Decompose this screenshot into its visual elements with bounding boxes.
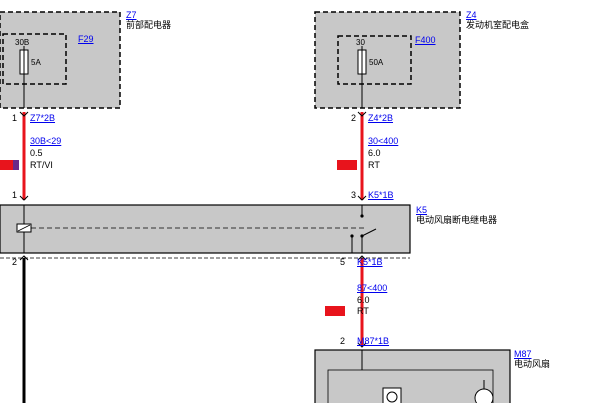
wire2-color: RT — [368, 160, 380, 170]
z7-fuse-rating: 5A — [31, 58, 41, 67]
z7-box — [0, 11, 121, 109]
fan-control-icon — [382, 387, 402, 403]
z7-fuse-id[interactable]: F29 — [78, 34, 94, 44]
pin-k5-5-num: 5 — [340, 257, 346, 267]
m87-id[interactable]: M87 — [514, 349, 532, 359]
k5-box — [0, 204, 411, 254]
wire1-signal[interactable]: 30B<29 — [30, 136, 62, 146]
wire3-gauge: 6.0 — [357, 295, 370, 305]
pin-k5-5-connector[interactable]: K5*1B — [357, 257, 383, 267]
wire1-gauge: 0.5 — [30, 148, 43, 158]
pin-m87-connector[interactable]: M87*1B — [357, 336, 390, 346]
wire3-signal[interactable]: 87<400 — [357, 283, 388, 293]
pin-z7-connector[interactable]: Z7*2B — [30, 113, 56, 123]
z7-id[interactable]: Z7 — [126, 10, 137, 20]
w1-swatch-violet — [13, 160, 19, 170]
w1-swatch-red — [0, 160, 13, 170]
z4-fuse-id[interactable]: F400 — [415, 35, 436, 45]
pin-z4-num: 2 — [351, 113, 357, 123]
z7-fuse-terminal: 30B — [15, 38, 30, 47]
pin-k5-1-num: 1 — [12, 190, 18, 200]
pin-k5-3-num: 3 — [351, 190, 357, 200]
z4-fuse-box — [337, 35, 412, 85]
pin-k5-3-connector[interactable]: K5*1B — [368, 190, 394, 200]
wire1-color: RT/VI — [30, 160, 53, 170]
wire3-color: RT — [357, 306, 369, 316]
m87-name: 电动风扇 — [514, 359, 551, 369]
z4-fuse-rating: 50A — [369, 58, 384, 67]
pin-z4-connector[interactable]: Z4*2B — [368, 113, 394, 123]
pin-z7-num: 1 — [12, 113, 18, 123]
z7-fuse-box — [2, 33, 67, 85]
wire2-gauge: 6.0 — [368, 148, 381, 158]
k5-name: 电动风扇断电继电器 — [416, 215, 498, 225]
pin-m87-num: 2 — [340, 336, 346, 346]
z4-id[interactable]: Z4 — [466, 10, 477, 20]
pin-k5-2-num: 2 — [12, 257, 18, 267]
relay-switch-icon — [361, 228, 377, 237]
fan-motor-icon — [474, 388, 494, 403]
w3-swatch — [325, 306, 345, 316]
k5-id[interactable]: K5 — [416, 205, 428, 215]
z7-name: 前部配电器 — [126, 20, 172, 30]
z4-name: 发动机室配电盒 — [466, 20, 530, 30]
wire2-signal[interactable]: 30<400 — [368, 136, 399, 146]
z4-fuse-terminal: 30 — [356, 38, 365, 47]
z4-box — [314, 11, 461, 109]
w2-swatch — [337, 160, 357, 170]
